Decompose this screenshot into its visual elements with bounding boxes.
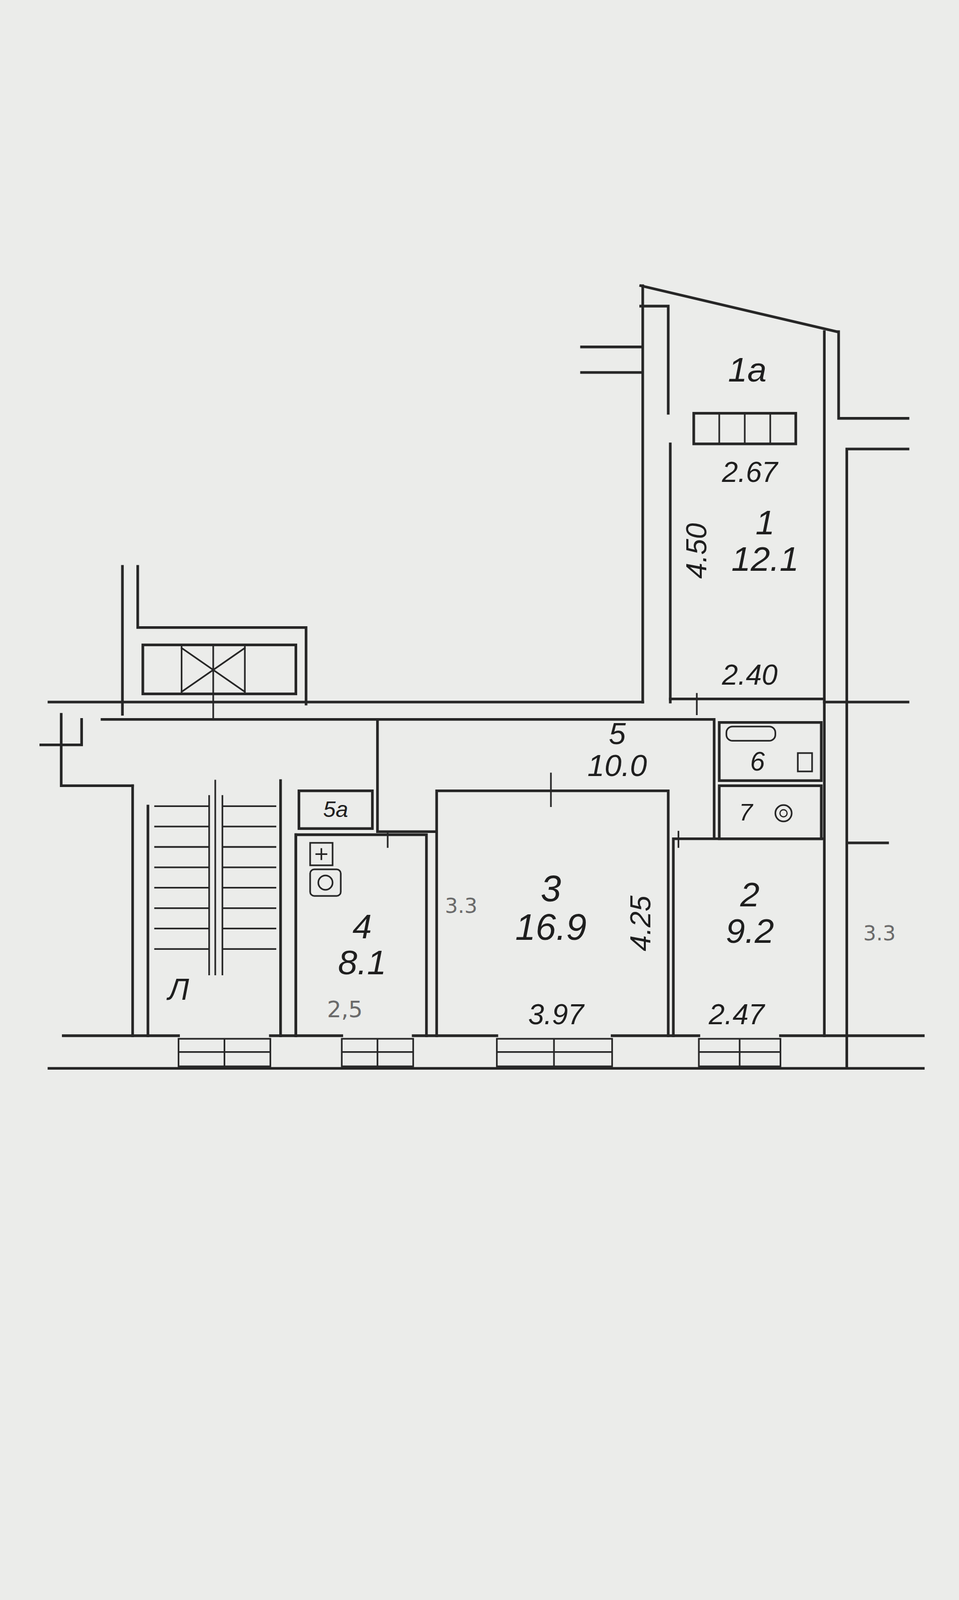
dimension-label: 4.25 [626,895,655,952]
room-label-box: 1а [678,336,817,404]
storage-room [298,791,373,830]
room-label-box: 6 [719,742,796,781]
room-label-box: 112.1 [709,494,822,587]
landing-walls [40,702,643,787]
room-number: 3 [540,869,562,909]
room-label-box: 5а [300,791,372,828]
elevator-shaft [142,644,296,694]
kitchen-sink [310,869,341,897]
dimension-label: 2.40 [722,661,778,690]
washbasin [797,753,813,772]
bathtub [726,726,776,742]
window-frame [178,1038,781,1067]
toilet [775,805,792,822]
windows [178,1038,781,1067]
dimension-label: 3.97 [528,1000,584,1030]
door-marks [387,693,697,848]
room-number: 5а [323,797,349,822]
toilet [780,809,788,817]
toilet-room [719,785,822,839]
dimension-label: 4.50 [682,522,711,579]
balcony-outline [640,285,837,332]
room-area: 16.9 [514,908,587,947]
room-number: 7 [738,799,753,826]
room-area: 12.1 [731,540,799,578]
stair-steps [154,780,276,975]
room-area: 8.1 [338,944,387,981]
room-number: 1а [728,351,767,389]
room-number: 1 [755,504,776,541]
room-label-box: 48.1 [304,900,421,990]
walls [40,285,924,1069]
handwritten-note: 3.3 [863,923,896,944]
dimension-label: 2.67 [722,458,778,487]
dimension-label: 2.47 [708,1000,765,1030]
room-number: 2 [740,876,760,914]
room-label-box: 7 [719,788,773,837]
room-label-box: Л [152,963,204,1015]
room-number: 5 [608,717,626,750]
room-label-box: 29.2 [680,857,820,970]
stove [310,843,333,866]
handwritten-note: 2,5 [327,998,363,1022]
stove-mark [316,849,327,860]
stair-walls [132,780,297,1036]
room-label-box: 510.0 [566,709,669,791]
kitchen-sink [318,875,333,891]
outer-wall [48,1035,924,1069]
window-frame [719,413,771,445]
wing-walls [581,285,909,1069]
room-area: 10.0 [587,749,647,782]
room-number: 6 [750,747,766,776]
handwritten-note: 3.3 [445,895,478,917]
bathroom [719,722,822,781]
room-number: 4 [352,908,373,946]
room-number: Л [167,973,189,1006]
elevator-walls [122,566,307,715]
window [693,413,796,445]
room-label-box: 316.9 [474,852,628,965]
room-area: 9.2 [725,913,774,950]
elevator-cross [181,644,246,720]
room-walls [295,699,825,1036]
